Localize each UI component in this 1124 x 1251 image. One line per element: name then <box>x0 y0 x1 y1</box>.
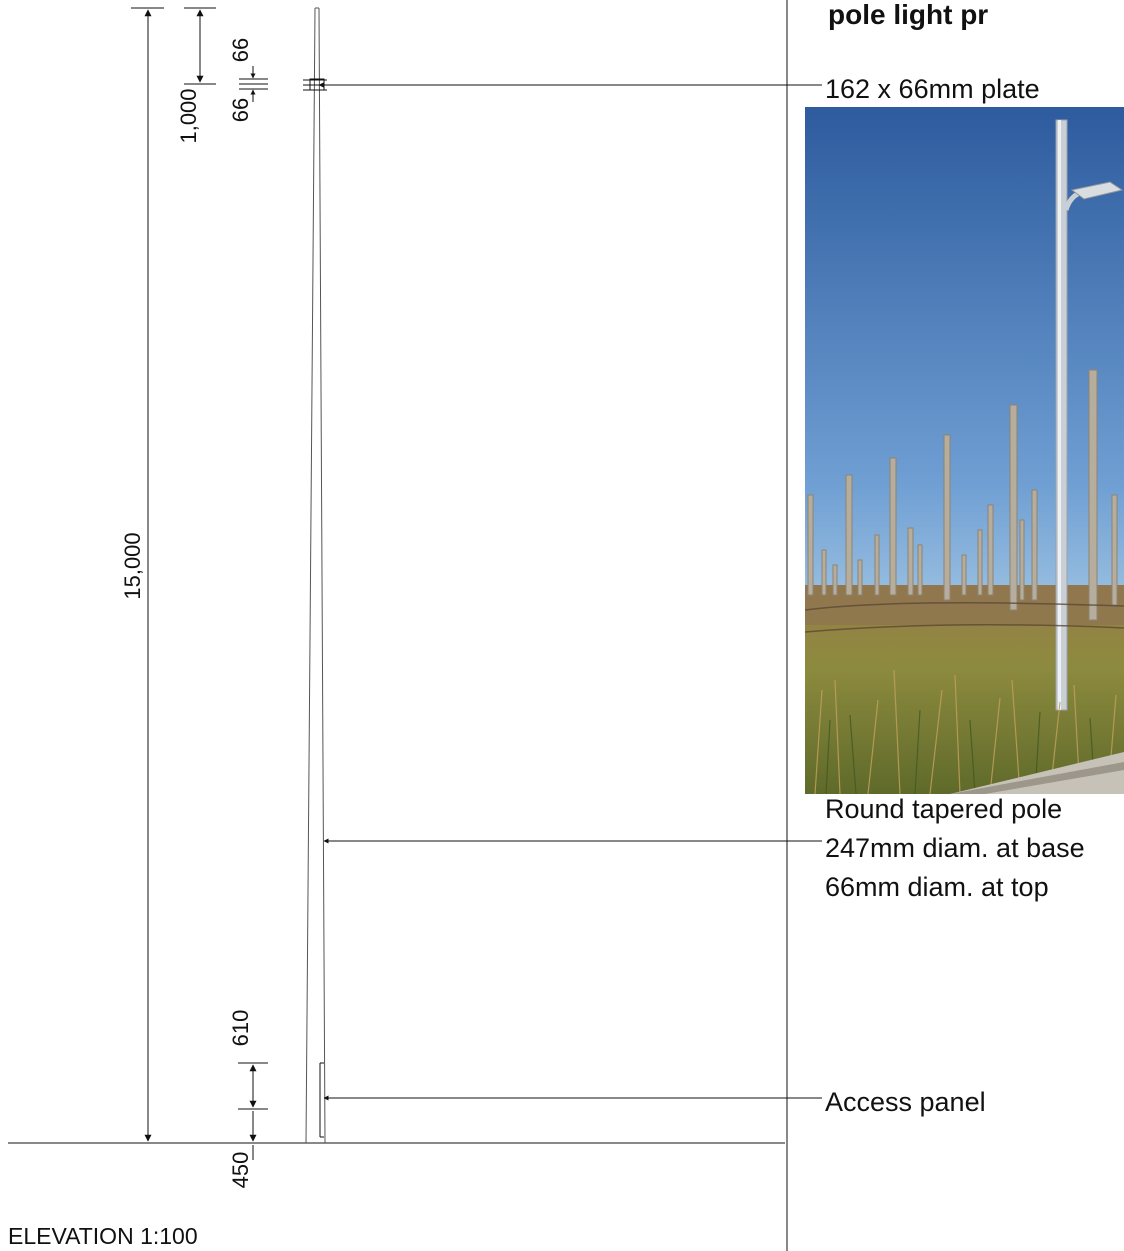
dimension-total-height-label: 15,000 <box>120 532 145 599</box>
pole-label-line3: 66mm diam. at top <box>825 872 1049 902</box>
pole-label-line1: Round tapered pole <box>825 794 1062 824</box>
dimension-plate-top-label: 66 <box>228 38 253 62</box>
elevation-caption: ELEVATION 1:100 <box>8 1223 198 1249</box>
pole-outline <box>305 7 326 1144</box>
access-panel-label: Access panel <box>825 1087 986 1117</box>
pole-label-line2: 247mm diam. at base <box>825 833 1085 863</box>
leader-lines <box>318 82 822 1101</box>
dimension-top-offset-label: 1,000 <box>176 88 201 143</box>
access-panel-symbol <box>319 1062 324 1138</box>
dimension-panel-height-label: 610 <box>228 1010 253 1047</box>
pole-light-photo <box>805 107 1124 794</box>
dimension-plate-bottom-label: 66 <box>228 98 253 122</box>
dimension-top-offset <box>184 7 216 85</box>
plate-label: 162 x 66mm plate <box>825 74 1040 104</box>
dimension-access-panel <box>238 1062 268 1160</box>
dimension-plate <box>239 66 268 102</box>
page-heading: pole light pr <box>828 0 988 30</box>
dimension-total-height <box>131 7 164 1142</box>
dimension-panel-offset-label: 450 <box>228 1152 253 1189</box>
